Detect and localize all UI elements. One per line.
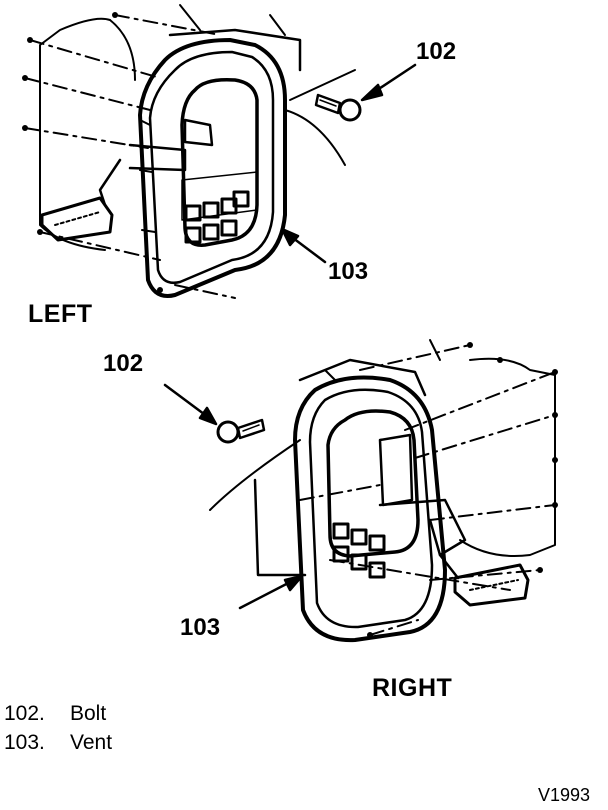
legend-number: 103. [4,731,45,754]
legend-label: Vent [70,731,113,754]
left-vent-callout: 103 [328,258,369,285]
right-vent-callout: 103 [180,614,221,641]
right-vent-assembly [163,339,558,643]
left-bolt-icon [314,93,362,122]
figure-id: V1993 [537,785,590,805]
right-bolt-icon [216,418,266,444]
right-view-label: RIGHT [372,674,453,702]
left-vent-assembly [22,4,417,299]
legend-item: 103. Vent [4,731,112,755]
left-bolt-callout: 102 [416,38,457,65]
legend-number: 102. [4,702,45,725]
legend-label: Bolt [70,702,107,725]
right-bolt-callout: 102 [103,350,144,377]
left-view-label: LEFT [28,300,93,328]
legend-item: 102. Bolt [4,702,106,726]
